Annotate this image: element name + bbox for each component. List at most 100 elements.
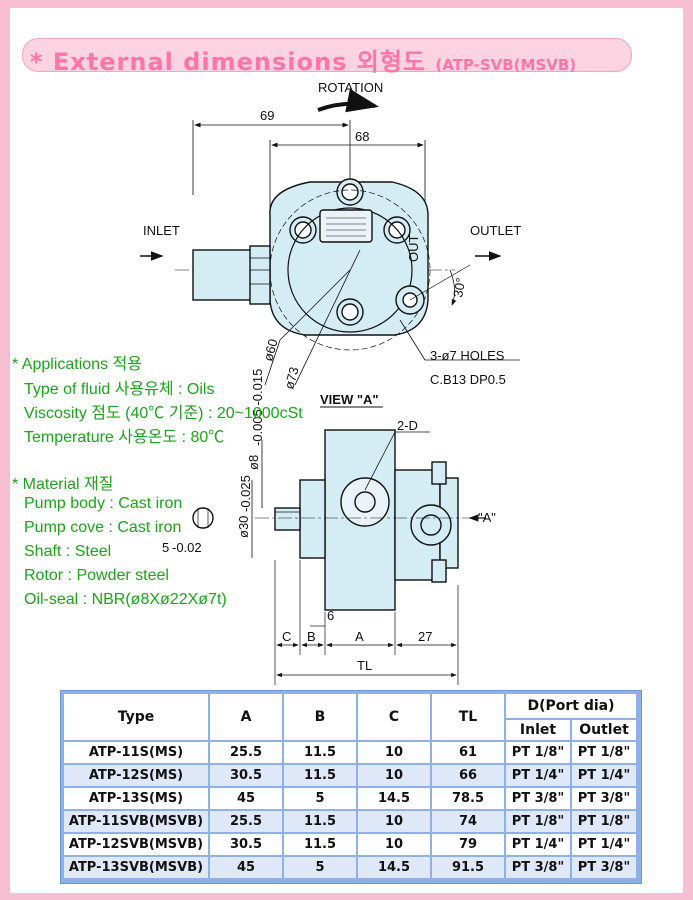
shaft-tolerance: -0.005 -0.015 bbox=[250, 369, 265, 446]
table-row: ATP-11S(MS) 25.5 11.5 10 61 PT 1/8" PT 1… bbox=[62, 740, 638, 765]
holes-label: 3-ø7 HOLES bbox=[430, 348, 505, 363]
key-tolerance: -0.02 bbox=[172, 540, 202, 555]
outlet-label: OUTLET bbox=[470, 223, 521, 238]
cell-a: 25.5 bbox=[208, 809, 284, 834]
title-banner bbox=[22, 38, 632, 72]
dia-60: ø60 bbox=[260, 337, 280, 363]
cell-type: ATP-11S(MS) bbox=[62, 740, 210, 765]
cell-type: ATP-11SVB(MSVB) bbox=[62, 809, 210, 834]
cell-a: 30.5 bbox=[208, 763, 284, 788]
spec-table: Type A B C TL D(Port dia) Inlet Outlet A… bbox=[62, 692, 638, 880]
material-pump-cover: Pump cove : Cast iron bbox=[24, 519, 182, 536]
cell-inlet: PT 1/4" bbox=[504, 832, 572, 857]
cell-tl: 91.5 bbox=[430, 855, 506, 880]
header-d: D(Port dia) bbox=[504, 692, 638, 720]
application-temperature: Temperature 사용온도 : 80℃ bbox=[24, 429, 225, 446]
cell-a: 45 bbox=[208, 786, 284, 811]
cell-a: 45 bbox=[208, 855, 284, 880]
cell-inlet: PT 1/8" bbox=[504, 740, 572, 765]
cell-type: ATP-13SVB(MSVB) bbox=[62, 855, 210, 880]
table-row: ATP-12SVB(MSVB) 30.5 11.5 10 79 PT 1/4" … bbox=[62, 832, 638, 857]
cell-b: 5 bbox=[282, 855, 358, 880]
angle-30: 30° bbox=[450, 277, 468, 299]
table-row: ATP-11SVB(MSVB) 25.5 11.5 10 74 PT 1/8" … bbox=[62, 809, 638, 834]
shaft-dia: ø8 bbox=[246, 455, 261, 470]
table-row: ATP-13S(MS) 45 5 14.5 78.5 PT 3/8" PT 3/… bbox=[62, 786, 638, 811]
cell-outlet: PT 3/8" bbox=[570, 786, 638, 811]
dim-69: 69 bbox=[260, 108, 274, 123]
title-model: (ATP-SVB(MSVB) bbox=[435, 56, 577, 74]
port-2d-label: 2-D bbox=[397, 418, 418, 433]
title-main: * External dimensions 외형도 bbox=[30, 48, 426, 76]
cell-c: 10 bbox=[356, 740, 432, 765]
material-pump-body: Pump body : Cast iron bbox=[24, 495, 183, 512]
cell-inlet: PT 3/8" bbox=[504, 855, 572, 880]
material-shaft: Shaft : Steel bbox=[24, 543, 112, 560]
rotation-label: ROTATION bbox=[318, 80, 383, 95]
cell-c: 10 bbox=[356, 763, 432, 788]
dim-27: 27 bbox=[418, 629, 432, 644]
boss-dia: ø30 bbox=[236, 516, 251, 538]
dim-tl: TL bbox=[357, 658, 372, 673]
header-inlet: Inlet bbox=[504, 718, 572, 742]
cell-outlet: PT 1/8" bbox=[570, 809, 638, 834]
application-fluid: Type of fluid 사용유체 : Oils bbox=[24, 381, 215, 398]
cell-tl: 74 bbox=[430, 809, 506, 834]
dim-c: C bbox=[282, 629, 291, 644]
cell-a: 25.5 bbox=[208, 740, 284, 765]
dim-b: B bbox=[307, 629, 316, 644]
header-type: Type bbox=[62, 692, 210, 742]
cell-tl: 78.5 bbox=[430, 786, 506, 811]
cell-b: 5 bbox=[282, 786, 358, 811]
cell-tl: 79 bbox=[430, 832, 506, 857]
material-heading: * Material 재질 bbox=[12, 476, 114, 493]
cell-type: ATP-13S(MS) bbox=[62, 786, 210, 811]
arrow-a-label: "A" bbox=[478, 510, 496, 525]
cell-a: 30.5 bbox=[208, 832, 284, 857]
table-row: ATP-12S(MS) 30.5 11.5 10 66 PT 1/4" PT 1… bbox=[62, 763, 638, 788]
cell-c: 14.5 bbox=[356, 855, 432, 880]
cell-c: 14.5 bbox=[356, 786, 432, 811]
view-a-label: VIEW "A" bbox=[320, 392, 379, 407]
key-width: 5 bbox=[162, 540, 169, 555]
header-a: A bbox=[208, 692, 284, 742]
dia-73: ø73 bbox=[281, 365, 301, 391]
dim-6: 6 bbox=[327, 608, 334, 623]
boss-tolerance: -0.025 bbox=[238, 475, 253, 512]
applications-heading: * Applications 적용 bbox=[12, 356, 142, 373]
cell-tl: 61 bbox=[430, 740, 506, 765]
header-b: B bbox=[282, 692, 358, 742]
cell-type: ATP-12S(MS) bbox=[62, 763, 210, 788]
out-mark: OUT bbox=[406, 235, 421, 263]
material-rotor: Rotor : Powder steel bbox=[24, 567, 169, 584]
cell-tl: 66 bbox=[430, 763, 506, 788]
inlet-label: INLET bbox=[143, 223, 180, 238]
cell-b: 11.5 bbox=[282, 809, 358, 834]
material-oil-seal: Oil-seal : NBR(ø8Xø22Xø7t) bbox=[24, 591, 227, 608]
dim-a: A bbox=[355, 629, 364, 644]
cell-type: ATP-12SVB(MSVB) bbox=[62, 832, 210, 857]
cell-inlet: PT 1/4" bbox=[504, 763, 572, 788]
header-c: C bbox=[356, 692, 432, 742]
cell-b: 11.5 bbox=[282, 832, 358, 857]
cell-b: 11.5 bbox=[282, 740, 358, 765]
dim-68: 68 bbox=[355, 129, 369, 144]
front-view bbox=[140, 88, 520, 386]
header-outlet: Outlet bbox=[570, 718, 638, 742]
cell-outlet: PT 1/8" bbox=[570, 740, 638, 765]
cell-inlet: PT 3/8" bbox=[504, 786, 572, 811]
cell-c: 10 bbox=[356, 809, 432, 834]
side-view bbox=[192, 429, 486, 685]
application-viscosity: Viscosity 점도 (40℃ 기준) : 20~1000cSt bbox=[24, 405, 303, 422]
cell-outlet: PT 1/4" bbox=[570, 763, 638, 788]
cell-b: 11.5 bbox=[282, 763, 358, 788]
cell-outlet: PT 1/4" bbox=[570, 832, 638, 857]
cell-inlet: PT 1/8" bbox=[504, 809, 572, 834]
page-title: * External dimensions 외형도 (ATP-SVB(MSVB) bbox=[30, 42, 576, 77]
header-tl: TL bbox=[430, 692, 506, 742]
cell-outlet: PT 3/8" bbox=[570, 855, 638, 880]
cell-c: 10 bbox=[356, 832, 432, 857]
table-row: ATP-13SVB(MSVB) 45 5 14.5 91.5 PT 3/8" P… bbox=[62, 855, 638, 880]
